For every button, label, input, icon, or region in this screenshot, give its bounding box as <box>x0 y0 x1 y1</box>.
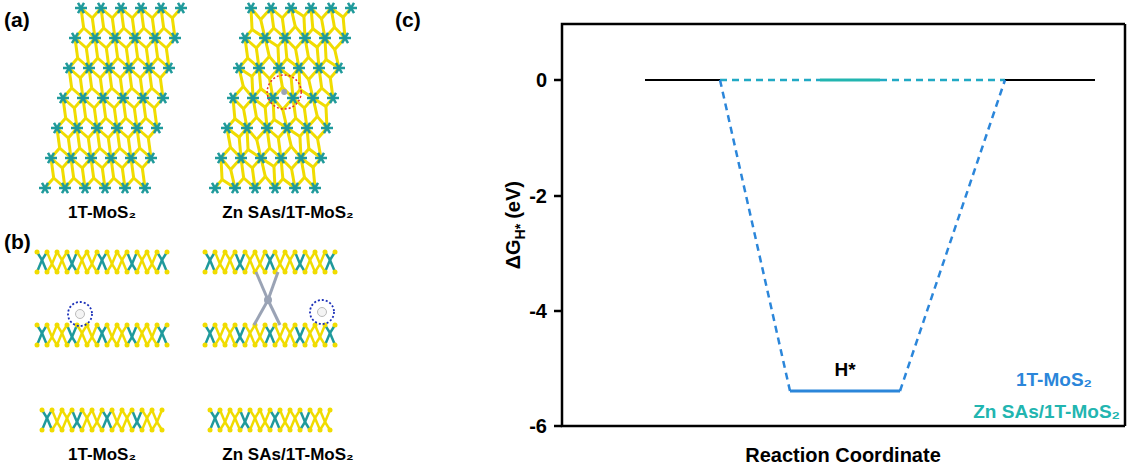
dashed-path <box>880 79 1005 82</box>
top-view-lattice <box>39 3 187 193</box>
panel-letter: (a) <box>4 8 30 31</box>
plot-frame <box>562 24 1125 426</box>
side-view-layers <box>203 250 338 433</box>
legend-entry: Zn SAs/1T-MoS₂ <box>973 402 1120 423</box>
plot-label: 1T-MoS₂ <box>68 204 136 223</box>
side-view-layers <box>35 250 170 433</box>
energy-plot <box>554 24 1125 426</box>
panel-letter: (b) <box>4 230 31 253</box>
axis-title: ΔGH* (eV) <box>502 181 528 269</box>
dashed-path <box>720 80 790 391</box>
top-view-lattice <box>209 3 357 193</box>
structure-illustration <box>35 3 358 433</box>
plot-label: -6 <box>529 415 547 437</box>
plot-frame <box>1124 24 1127 426</box>
axis-subscript: H* <box>512 224 528 240</box>
energy-level <box>820 79 880 82</box>
plot-label: H* <box>834 360 855 381</box>
axis-title-part: (eV) <box>502 181 524 219</box>
plot-label: 0 <box>536 69 547 91</box>
axis-title-part: ΔG <box>502 239 524 269</box>
energy-level <box>645 79 720 81</box>
plot-label: Reaction Coordinate <box>745 444 941 466</box>
energy-level <box>790 390 900 393</box>
dashed-path <box>720 79 820 82</box>
legend-entry: 1T-MoS₂ <box>1016 370 1092 391</box>
plot-label: Zn SAs/1T-MoS₂ <box>222 204 353 223</box>
dashed-path <box>900 80 1005 391</box>
plot-label: -2 <box>529 185 547 207</box>
energy-level <box>1005 79 1095 81</box>
panel-letter: (c) <box>395 8 421 31</box>
plot-label: -4 <box>529 300 547 322</box>
legend-text: Zn SAs/1T-MoS₂ <box>973 401 1120 422</box>
legend-text: 1T-MoS₂ <box>1016 369 1092 390</box>
plot-label: Zn SAs/1T-MoS₂ <box>222 446 353 465</box>
tick-marks <box>554 80 562 426</box>
plot-label: 1T-MoS₂ <box>68 446 136 465</box>
